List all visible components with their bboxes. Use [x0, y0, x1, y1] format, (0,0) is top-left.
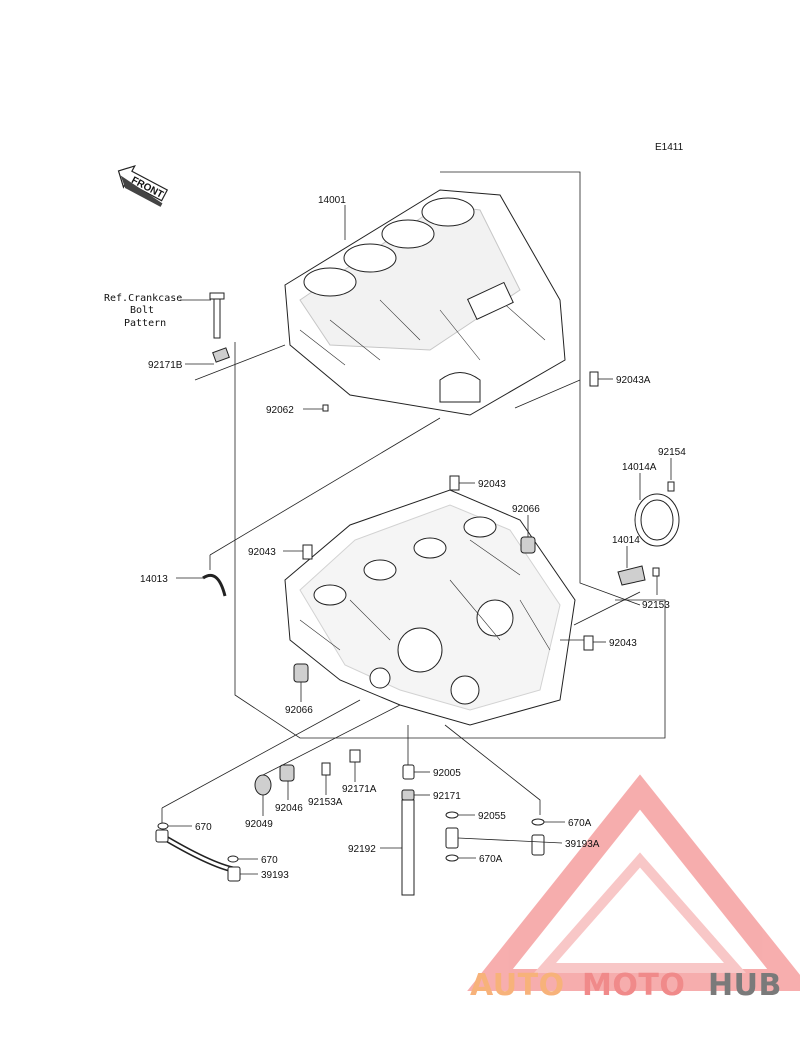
part-label-14014A[interactable]: 14014A [622, 462, 657, 473]
dowel-92043A[interactable] [589, 371, 599, 387]
seal-92049[interactable] [254, 774, 272, 796]
part-label-92046[interactable]: 92046 [275, 803, 303, 814]
part-label-39193[interactable]: 39193 [261, 870, 289, 881]
part-label-92171[interactable]: 92171 [433, 791, 461, 802]
upper-crankcase [284, 189, 566, 416]
part-label-92043-b[interactable]: 92043 [248, 547, 276, 558]
part-label-14014[interactable]: 14014 [612, 535, 640, 546]
clamp-92171[interactable] [401, 789, 415, 801]
bolt-92154[interactable] [667, 481, 675, 492]
part-label-92049[interactable]: 92049 [245, 819, 273, 830]
breather-14013[interactable] [202, 573, 227, 597]
part-label-92043-c[interactable]: 92043 [609, 638, 637, 649]
part-label-39193A[interactable]: 39193A [565, 839, 600, 850]
part-label-92171A[interactable]: 92171A [342, 784, 377, 795]
bolt-pattern-ref[interactable] [209, 292, 230, 363]
part-label-92153[interactable]: 92153 [642, 600, 670, 611]
part-label-92171B[interactable]: 92171B [148, 360, 183, 371]
part-label-92005[interactable]: 92005 [433, 768, 461, 779]
ref-note-line1: Ref.Crankcase [104, 293, 182, 304]
part-label-14013[interactable]: 14013 [140, 574, 168, 585]
part-label-670A-a[interactable]: 670A [568, 818, 592, 829]
ref-note-line3: Pattern [124, 318, 166, 329]
diagram-code: E1411 [655, 142, 684, 153]
part-label-92043-a[interactable]: 92043 [478, 479, 506, 490]
clamp-92171A[interactable] [349, 749, 361, 763]
cover-14014A[interactable] [634, 493, 680, 547]
watermark-moto: MOTO [582, 968, 685, 1003]
fitting-92005[interactable] [402, 764, 415, 780]
watermark-text: AUTO MOTO HUB [470, 968, 782, 1003]
watermark-auto: AUTO [470, 968, 565, 1003]
oring-670A-a[interactable] [531, 818, 545, 826]
bearing-92046[interactable] [279, 764, 295, 782]
part-label-14001[interactable]: 14001 [318, 195, 346, 206]
part-label-670A-b[interactable]: 670A [479, 854, 503, 865]
part-label-92055[interactable]: 92055 [478, 811, 506, 822]
part-label-92066-b[interactable]: 92066 [285, 705, 313, 716]
oil-pipe-left[interactable] [155, 822, 241, 882]
part-label-92153A[interactable]: 92153A [308, 797, 343, 808]
part-labels: 14001 92171B 92062 92043A 92154 14014A 9… [140, 195, 686, 881]
fitting-39193A[interactable] [445, 827, 545, 856]
part-label-670-a[interactable]: 670 [195, 822, 212, 833]
pipe-92192[interactable] [401, 799, 415, 896]
bolt-92153[interactable] [652, 567, 660, 577]
watermark-hub: HUB [708, 968, 782, 1003]
bearing-92066-b[interactable] [293, 663, 309, 683]
plate-14014[interactable] [617, 565, 646, 586]
pin-92062[interactable] [322, 404, 329, 412]
part-label-92066-a[interactable]: 92066 [512, 504, 540, 515]
part-label-92062[interactable]: 92062 [266, 405, 294, 416]
part-label-670-b[interactable]: 670 [261, 855, 278, 866]
dowel-92043-c[interactable] [583, 635, 594, 651]
part-label-92154[interactable]: 92154 [658, 447, 686, 458]
oring-670A-b[interactable] [445, 854, 459, 862]
lower-crankcase [284, 489, 576, 726]
bearing-92066-a[interactable] [520, 536, 536, 554]
leader-lines [168, 205, 672, 875]
oring-92055[interactable] [445, 811, 459, 819]
front-arrow-icon: FRONT [117, 164, 169, 207]
part-label-92043A[interactable]: 92043A [616, 375, 651, 386]
bolt-92153A[interactable] [321, 762, 331, 776]
watermark-logo-icon [467, 774, 800, 991]
dowel-92043-a[interactable] [449, 475, 460, 491]
dowel-92043-b[interactable] [302, 544, 313, 560]
part-label-92192[interactable]: 92192 [348, 844, 376, 855]
ref-note-line2: Bolt [130, 305, 154, 316]
